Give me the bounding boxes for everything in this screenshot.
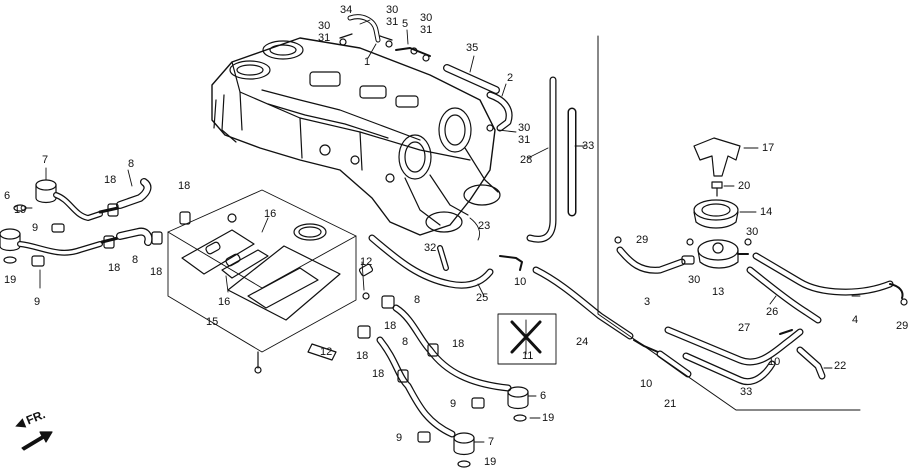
callout-8: 8: [414, 294, 421, 306]
callout-7: 7: [488, 436, 495, 448]
callout-29: 29: [896, 320, 909, 332]
callout-22: 22: [834, 360, 847, 372]
fitting-11-box: [497, 313, 557, 365]
callout-26: 26: [766, 306, 779, 318]
callout-18: 18: [384, 320, 397, 332]
callout-8: 8: [132, 254, 139, 266]
callout-21: 21: [664, 398, 677, 410]
callout-18: 18: [150, 266, 163, 278]
callout-28: 28: [520, 154, 533, 166]
callout-5: 5: [402, 18, 409, 30]
callout-18: 18: [178, 180, 191, 192]
callout-34: 34: [340, 4, 353, 16]
callout-31: 31: [420, 24, 433, 36]
leader-lines: [359, 19, 586, 159]
lower-valve-group: [357, 295, 541, 468]
callout-10: 10: [514, 276, 527, 288]
front-arrow-icon: [21, 431, 53, 451]
callout-11: 11: [522, 350, 534, 362]
callout-12: 12: [320, 346, 333, 358]
callout-16: 16: [218, 296, 231, 308]
callout-19: 19: [542, 412, 555, 424]
callout-29: 29: [636, 234, 649, 246]
callout-18: 18: [452, 338, 465, 350]
callout-30-31-d: 30 31: [518, 122, 530, 146]
callout-18: 18: [108, 262, 121, 274]
callout-25: 25: [476, 292, 489, 304]
callout-23: 23: [478, 220, 491, 232]
callout-18: 18: [372, 368, 385, 380]
top-hoses: [339, 14, 513, 132]
callout-27: 27: [738, 322, 751, 334]
callout-35: 35: [466, 42, 479, 54]
callout-4: 4: [852, 314, 859, 326]
intake-plate-assembly: [167, 189, 357, 374]
callout-30: 30: [518, 122, 531, 134]
callout-30-31-b: 30 31: [386, 4, 398, 28]
callout-7: 7: [42, 154, 49, 166]
callout-6: 6: [4, 190, 11, 202]
callout-31: 31: [318, 32, 331, 44]
callout-18: 18: [356, 350, 369, 362]
left-valve-group: [0, 167, 191, 289]
callout-17: 17: [762, 142, 775, 154]
callout-30: 30: [688, 274, 701, 286]
callout-9: 9: [396, 432, 403, 444]
callout-15: 15: [206, 316, 219, 328]
callout-19: 19: [14, 204, 27, 216]
right-panel: [597, 35, 908, 411]
callout-10: 10: [768, 356, 781, 368]
callout-2: 2: [507, 72, 514, 84]
callout-10: 10: [640, 378, 653, 390]
callout-9: 9: [450, 398, 457, 410]
callout-30: 30: [746, 226, 759, 238]
callout-8: 8: [128, 158, 135, 170]
callout-19: 19: [4, 274, 17, 286]
callout-1: 1: [364, 56, 371, 68]
callout-31: 31: [386, 16, 399, 28]
callout-9: 9: [34, 296, 41, 308]
callout-24: 24: [576, 336, 589, 348]
callout-3: 3: [644, 296, 651, 308]
callout-33: 33: [740, 386, 753, 398]
vent-tubes: [526, 76, 577, 243]
callout-30: 30: [318, 20, 331, 32]
callout-19: 19: [484, 456, 497, 468]
callout-30: 30: [420, 12, 433, 24]
callout-31: 31: [518, 134, 531, 146]
callout-9: 9: [32, 222, 39, 234]
tube-24: [532, 266, 692, 378]
callout-13: 13: [712, 286, 725, 298]
middle-tubes: [358, 217, 523, 300]
carburetor-assembly: [211, 33, 501, 236]
callout-32: 32: [424, 242, 437, 254]
callout-30: 30: [386, 4, 399, 16]
callout-20: 20: [738, 180, 751, 192]
callout-6: 6: [540, 390, 547, 402]
callout-12: 12: [360, 256, 373, 268]
callout-16: 16: [264, 208, 277, 220]
callout-30-31-a: 30 31: [318, 20, 330, 44]
callout-8: 8: [402, 336, 409, 348]
callout-30-31-c: 30 31: [420, 12, 432, 36]
callout-18: 18: [104, 174, 117, 186]
callout-14: 14: [760, 206, 773, 218]
callout-33: 33: [582, 140, 595, 152]
